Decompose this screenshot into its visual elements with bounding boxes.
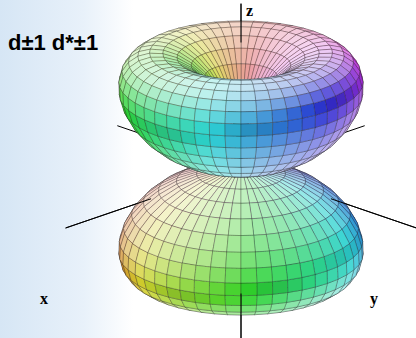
surface-patch (228, 167, 241, 174)
surface-patch (227, 84, 241, 101)
surface-patch (209, 294, 225, 305)
surface-patch (252, 166, 266, 173)
surface-patch (225, 305, 241, 312)
surface-patch (241, 235, 255, 252)
orbital-surface (119, 21, 363, 315)
surface-patch (241, 305, 257, 312)
surface-patch (241, 252, 256, 268)
surface-patch (271, 265, 287, 281)
surface-patch (256, 304, 272, 312)
surface-patch (269, 249, 286, 267)
axis-line (66, 126, 365, 228)
surface-patch (241, 177, 247, 189)
surface-patch (211, 251, 227, 268)
surface-patch (241, 295, 257, 305)
surface-patch (150, 53, 164, 57)
surface-patch (272, 280, 287, 294)
surface-patch (319, 53, 333, 57)
surface-patch (216, 166, 230, 173)
surface-patch (225, 295, 241, 305)
surface-patch (180, 263, 196, 280)
surface-patch (213, 234, 229, 252)
surface-patch (256, 267, 272, 283)
surface-patch (241, 283, 257, 296)
surface-patch (194, 280, 209, 294)
axes (66, 4, 416, 338)
surface-patch (227, 235, 241, 252)
surface-patch (241, 268, 257, 283)
surface-patch (300, 260, 315, 277)
surface-patch (233, 189, 241, 203)
surface-patch (209, 282, 225, 296)
surface-patch (210, 304, 226, 312)
surface-patch (196, 249, 213, 267)
surface-patch (180, 278, 195, 293)
surface-patch (252, 218, 266, 235)
surface-patch (210, 267, 226, 283)
axis-line (117, 126, 416, 228)
surface-patch (225, 268, 241, 283)
surface-patch (229, 22, 241, 27)
surface-patch (226, 252, 241, 268)
surface-patch (225, 283, 241, 296)
surface-patch (167, 260, 182, 277)
surface-patch (241, 189, 249, 203)
surface-patch (255, 251, 271, 268)
surface-patch (228, 219, 241, 236)
surface-patch (235, 177, 241, 189)
surface-patch (241, 22, 253, 27)
surface-patch (241, 203, 252, 219)
surface-patch (241, 167, 254, 174)
surface-patch (230, 173, 241, 177)
surface-patch (230, 203, 241, 219)
surface-patch (254, 234, 270, 252)
surface-patch (226, 312, 241, 315)
surface-patch (216, 218, 230, 235)
surface-patch (241, 219, 254, 236)
surface-patch (288, 278, 303, 293)
surface-patch (241, 173, 252, 177)
surface-patch (194, 265, 210, 281)
surface-patch (286, 263, 302, 280)
surface-patch (241, 84, 255, 101)
surface-patch (150, 49, 164, 54)
surface-patch (241, 312, 256, 315)
surface-patch (257, 282, 273, 296)
surface-patch (319, 49, 333, 54)
surface-patch (257, 294, 273, 305)
